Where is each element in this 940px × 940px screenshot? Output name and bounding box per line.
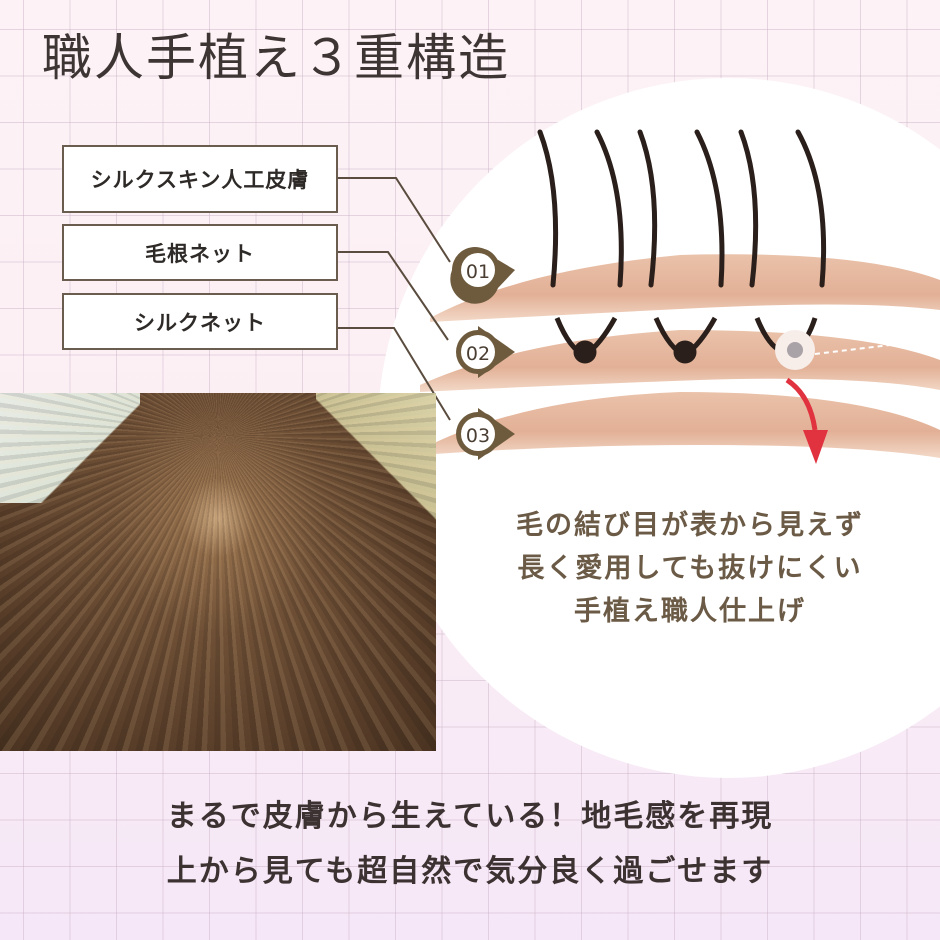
dashed-line — [814, 344, 891, 355]
badge-03: 03 — [456, 408, 515, 460]
label-silk-skin: シルクスキン人工皮膚 — [62, 145, 338, 213]
photo-background-corner — [0, 393, 140, 503]
page-title: 職人手植え３重構造 — [42, 29, 510, 87]
skin-layer-01 — [430, 254, 940, 322]
svg-text:02: 02 — [466, 343, 490, 365]
photo-background-corner-right — [316, 393, 436, 523]
label-root-net: 毛根ネット — [62, 224, 338, 281]
badge-02: 02 — [456, 326, 515, 378]
badge-01-number: 01 — [466, 261, 490, 283]
photo-hair-texture — [0, 393, 436, 751]
down-arrow-icon — [785, 377, 828, 464]
bottom-text-line-1: まるで皮膚から生えている！地毛感を再現 — [166, 799, 774, 834]
svg-text:03: 03 — [466, 425, 490, 447]
caption-line-2: 長く愛用しても抜けにくい — [517, 553, 863, 584]
badge-01-inner — [461, 253, 495, 287]
caption-line-1: 毛の結び目が表から見えず — [516, 510, 864, 541]
caption-line-3: 手植え職人仕上げ — [574, 596, 806, 627]
hidden-knot — [787, 342, 803, 358]
bottom-text-line-2: 上から見ても超自然で気分良く過ごせます — [166, 854, 774, 889]
hair-photo — [0, 393, 436, 751]
leader-lines — [338, 177, 451, 421]
hair-strands — [537, 129, 827, 288]
label-silk-net: シルクネット — [62, 293, 338, 350]
